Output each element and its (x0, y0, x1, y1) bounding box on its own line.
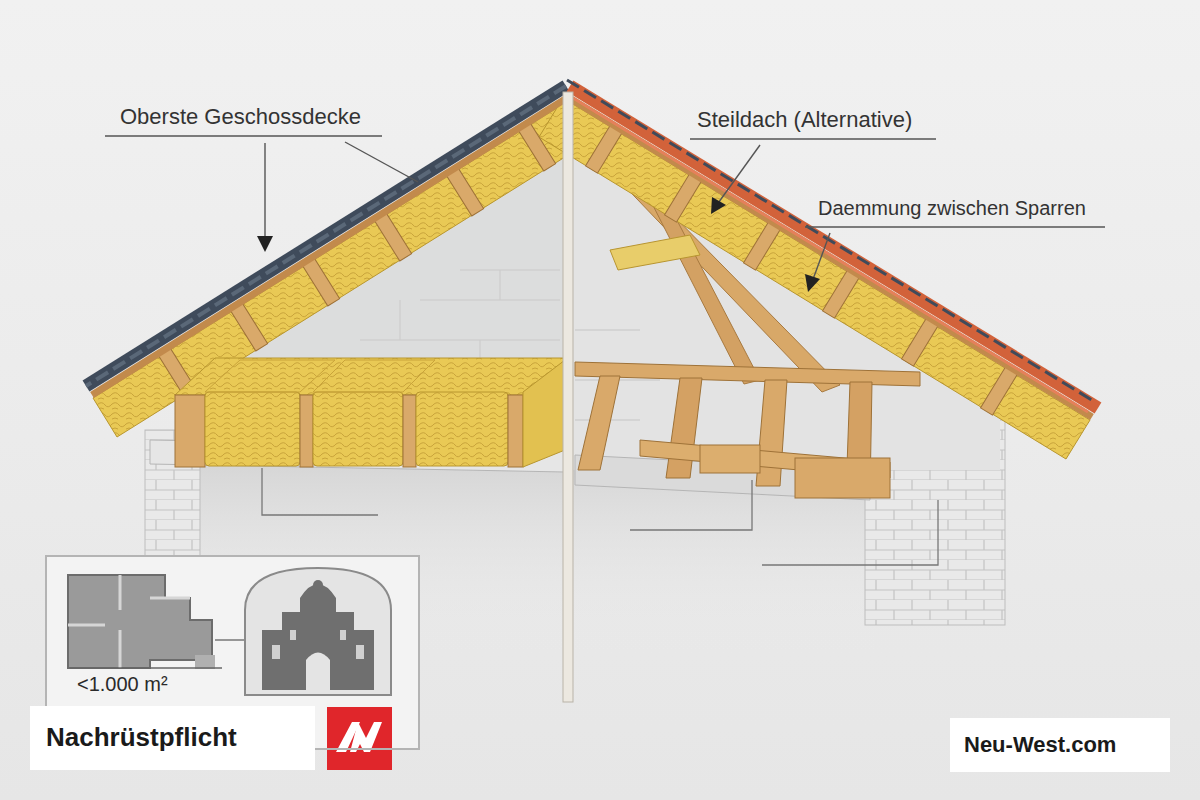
badge-box: Nachrüstpflicht (30, 706, 315, 770)
site-box: Neu-West.com (950, 718, 1170, 772)
part-label: Steildach (Alternative) (697, 107, 912, 133)
part-label: Oberste Geschossdecke (120, 104, 361, 130)
part-label: Daemmung zwischen Sparren (818, 196, 1086, 220)
site-name: Neu-West.com (964, 732, 1156, 758)
badge-title: Nachrüstpflicht (46, 722, 299, 753)
area-label: <1.000 m² (77, 672, 168, 696)
